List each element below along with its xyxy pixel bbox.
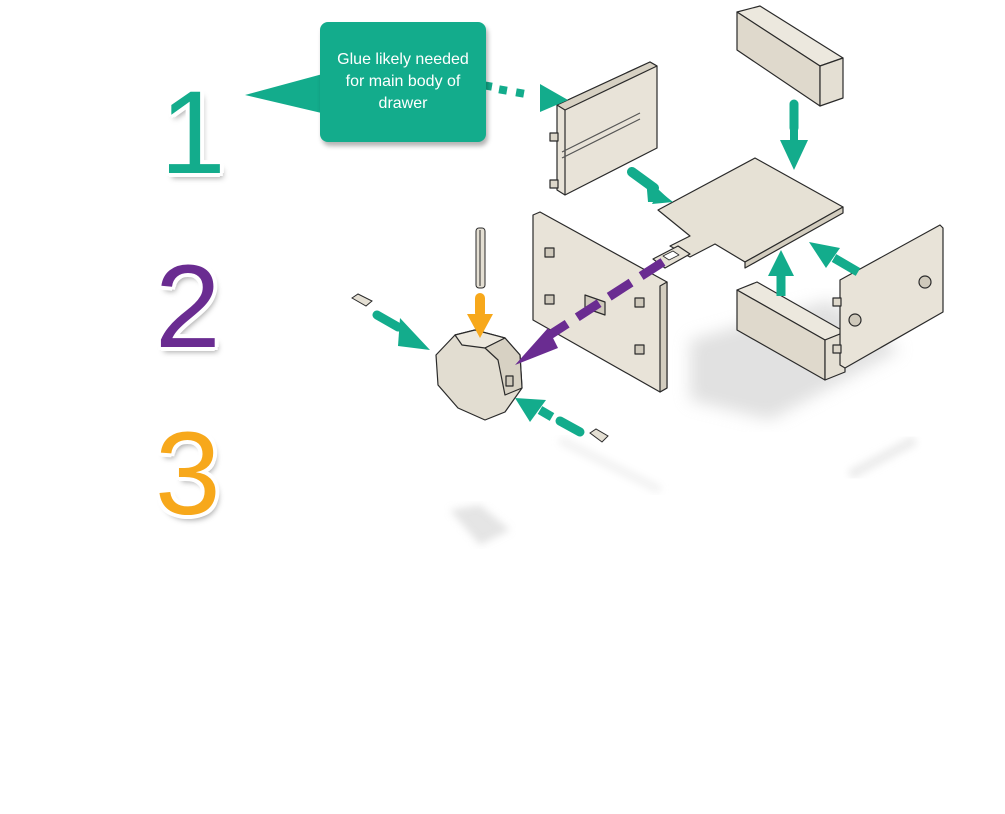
step-number-3: 3 [155,408,221,540]
knob [435,329,523,421]
arrow-callout-to-back-panel [483,81,568,112]
arrow-pin-left-to-knob [372,310,430,350]
knob-pin-left [351,293,373,307]
right-side-panel [832,224,944,369]
knob-pin-vertical [475,227,486,289]
step2-arrow [515,258,666,365]
arrow-top-block-down [780,99,808,170]
step3-arrows [372,293,585,437]
arrow-side-panel-to-bottom [809,242,861,276]
knob-pin-right [589,428,609,443]
step-number-1: 1 [160,67,226,199]
shadow-streak-2 [558,436,662,494]
arrow-pin-vertical-to-knob [467,293,493,338]
back-panel [549,61,658,196]
drawer-bottom [652,157,844,269]
arrow-bottom-block-up [768,250,794,296]
shadow-small [450,505,510,545]
shadow-streak [847,435,918,480]
step1-arrows [483,81,861,296]
callout-pointer [245,72,330,115]
glue-callout: Glue likely needed for main body of draw… [320,22,486,142]
callout-text: Glue likely needed for main body of draw… [337,51,469,112]
front-panel [532,211,668,393]
arrow-pin-right-to-knob [515,398,585,437]
top-block [736,5,844,107]
arrow-back-panel-to-bottom [627,167,673,204]
step-number-2: 2 [155,241,221,373]
